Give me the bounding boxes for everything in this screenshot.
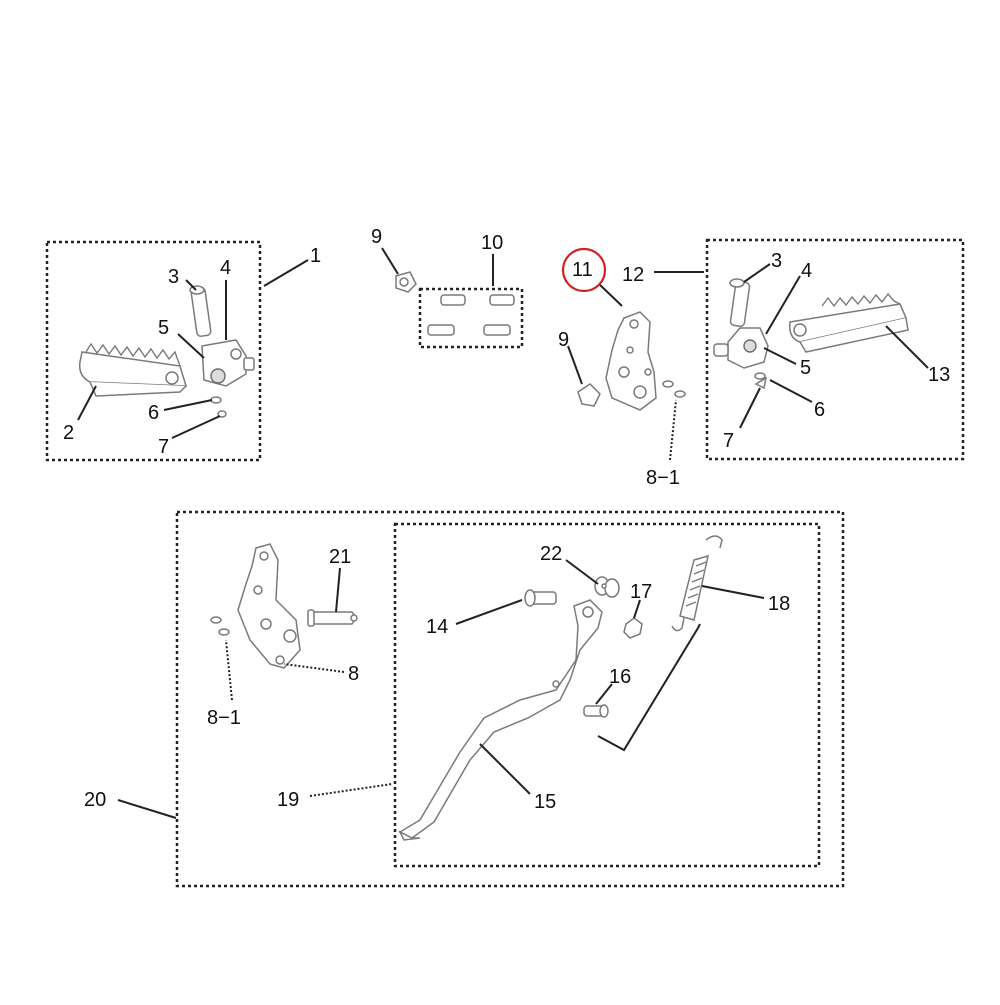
group-box-19 [393, 522, 821, 868]
washers-22-part [594, 576, 620, 598]
label-11: 11 [572, 259, 593, 281]
nut-9-mid-part [577, 383, 601, 407]
group-box-10 [418, 287, 524, 349]
leader-lines [77, 247, 929, 819]
bolt-16-part [583, 704, 609, 718]
label-5-left: 5 [158, 317, 170, 339]
label-3-right: 3 [771, 250, 783, 272]
label-21: 21 [329, 546, 352, 568]
label-1: 1 [310, 245, 322, 267]
label-8-1-bottom: 8−1 [207, 707, 241, 729]
left-pin-part [189, 285, 212, 337]
label-9-top: 9 [371, 226, 383, 248]
sidestand-15-part [398, 599, 603, 841]
washers-8-1-bottom-part [210, 616, 230, 636]
label-5-right: 5 [800, 357, 812, 379]
label-8: 8 [348, 663, 360, 685]
right-bracket-part [713, 327, 769, 369]
label-14: 14 [426, 616, 449, 638]
label-10: 10 [481, 232, 504, 254]
right-washer-part [754, 372, 766, 380]
left-cotter-pin-part [217, 410, 227, 418]
group-box-12 [705, 238, 965, 461]
label-18: 18 [768, 593, 791, 615]
left-bracket-part [201, 339, 255, 387]
label-20: 20 [84, 789, 107, 811]
left-footpeg-part [78, 342, 188, 397]
label-8-1-top: 8−1 [646, 467, 680, 489]
bracket-11-part [605, 311, 657, 411]
bolt-9-top-part [395, 271, 417, 293]
spring-18-part [671, 535, 723, 632]
label-7-left: 7 [158, 436, 170, 458]
washers-8-1-top-part [662, 380, 686, 398]
right-pin-part [729, 278, 751, 327]
label-2: 2 [63, 422, 75, 444]
label-4-right: 4 [801, 260, 813, 282]
label-17: 17 [630, 581, 653, 603]
label-7-right: 7 [723, 430, 735, 452]
label-9-mid: 9 [558, 329, 570, 351]
shaft-21-part [307, 609, 358, 627]
bracket-8-part [237, 543, 301, 669]
nut-17-part [623, 617, 643, 639]
group-box-1 [45, 240, 262, 462]
label-6-right: 6 [814, 399, 826, 421]
right-cotter-pin-part [754, 376, 768, 390]
group-box-20 [175, 510, 845, 888]
label-12: 12 [622, 264, 645, 286]
right-footpeg-part [788, 292, 909, 353]
bolt-14-part [524, 589, 557, 607]
label-4-left: 4 [220, 257, 232, 279]
highlight-ring-11 [561, 247, 607, 293]
left-washer-part [210, 396, 222, 404]
label-15: 15 [534, 791, 557, 813]
label-6-left: 6 [148, 402, 160, 424]
label-3-left: 3 [168, 266, 180, 288]
label-16: 16 [609, 666, 632, 688]
bolt-set-10-part [427, 294, 515, 336]
label-19: 19 [277, 789, 300, 811]
label-13: 13 [928, 364, 951, 386]
label-22: 22 [540, 543, 563, 565]
